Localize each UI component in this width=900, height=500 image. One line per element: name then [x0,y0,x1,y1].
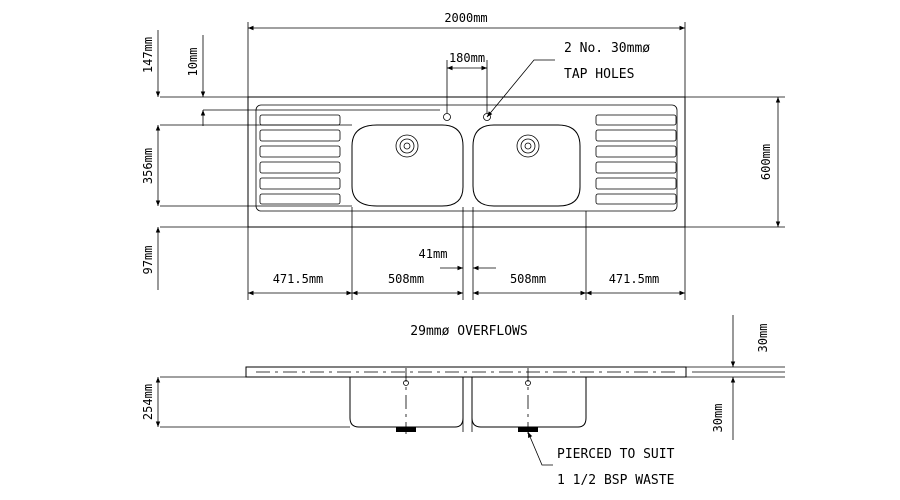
bowl-gap-label: 41mm [419,247,448,261]
tap-offset-label: 10mm [186,48,200,77]
left-waste [395,134,419,158]
left-bowl-elevation [349,377,464,428]
tap-holes-label-line1: 2 No. 30mmø [564,41,650,56]
bowl-depth-plan-label: 356mm [141,148,155,184]
left-bowl [351,124,464,207]
bowl-depth-label: 254mm [141,384,155,420]
right-waste [516,134,540,158]
tap-spacing-label: 180mm [449,51,485,65]
left-drainer-ribs [259,114,341,205]
overall-depth-label: 600mm [759,144,773,180]
right-drainer-ribs [595,114,677,205]
tap-holes-label-line2: TAP HOLES [564,67,634,82]
waste-label-line1: PIERCED TO SUIT [557,447,675,462]
right-bowl [472,124,581,207]
overflows-label: 29mmø OVERFLOWS [410,324,527,339]
elevation-view: 254mm 30mm 30mm PIERCED TO SUIT 1 1/2 BS… [141,315,785,488]
tap-holes [443,113,491,121]
plan-extension-lines [160,22,785,300]
overall-width-label: 2000mm [444,11,487,25]
waste-label-line2: 1 1/2 BSP WASTE [557,473,674,488]
upstand-label: 30mm [711,404,725,433]
bowl-left-label: 508mm [388,272,424,286]
back-ledge-label: 147mm [141,37,155,73]
sink-top-edge [245,366,687,378]
top-thickness-label: 30mm [756,324,770,353]
front-ledge-label: 97mm [141,246,155,275]
left-waste-outlet [396,427,416,432]
right-waste-outlet [518,427,538,432]
drainer-right-label: 471.5mm [609,272,660,286]
bowl-right-label: 508mm [510,272,546,286]
sink-inner-edge [255,104,678,212]
drainer-left-label: 471.5mm [273,272,324,286]
plan-view: 2000mm 180mm 2 No. 30mmø TAP HOLES 600mm… [141,11,785,339]
right-bowl-elevation [471,377,587,428]
